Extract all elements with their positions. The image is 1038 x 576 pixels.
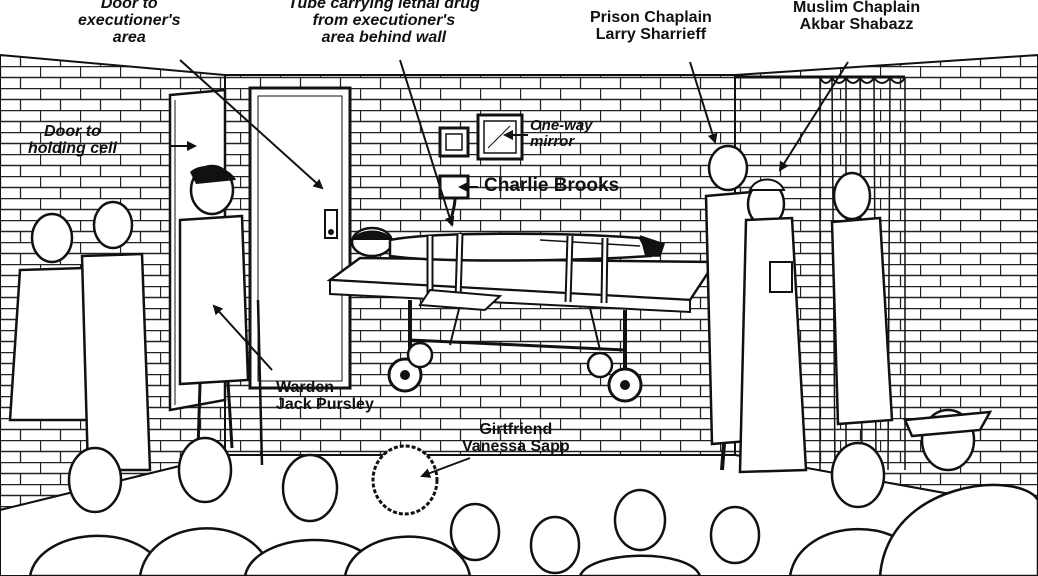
arrow-tube [399, 59, 455, 227]
arrow-muslim-chap [778, 61, 849, 172]
label-line: mirror [530, 132, 575, 150]
executioners-door [248, 86, 352, 390]
label-one-way-mirror: One-way mirror [530, 118, 593, 150]
label-line: holding cell [28, 139, 117, 157]
arrow-warden [212, 304, 273, 371]
label-muslim-chaplain: Muslim Chaplain Akbar Shabazz [793, 0, 920, 34]
audience [28, 408, 1038, 576]
gurney-wheel [406, 341, 434, 369]
label-door-holding-cell: Door to holding cell [28, 123, 117, 158]
arrow-prison-chap [689, 61, 718, 144]
label-line: Larry Sharrieff [595, 25, 707, 43]
wall-panel [438, 126, 470, 158]
label-inmate: Charlie Brooks [484, 176, 619, 196]
label-line: from executioner's [312, 11, 456, 29]
label-line: Door to [100, 0, 158, 12]
standing-guard [830, 171, 894, 426]
label-line: Tube carrying lethal drug [288, 0, 480, 12]
label-line: Vanessa Sapp [462, 437, 570, 455]
standing-witness [80, 200, 152, 472]
label-line: Akbar Shabazz [799, 15, 914, 33]
label-line: Charlie Brooks [484, 175, 620, 196]
label-prison-chaplain: Prison Chaplain Larry Sharrieff [590, 9, 712, 44]
label-warden: Warden Jack Pursley [276, 379, 374, 414]
label-line: Girtfriend [479, 421, 553, 438]
label-line: executioner's [78, 11, 181, 29]
label-line: One-way [530, 117, 593, 134]
label-line: area [112, 28, 146, 46]
gurney-wheel [400, 370, 410, 380]
label-line: Prison Chaplain [590, 9, 712, 26]
gurney-wheel [620, 380, 630, 390]
one-way-mirror [476, 113, 524, 161]
girlfriend-figure [371, 444, 439, 516]
leader-arrows [170, 59, 849, 478]
gurney-wheel [586, 351, 614, 379]
warden-figure [178, 164, 264, 466]
arrow-girlfriend [420, 457, 471, 478]
label-line: Jack Pursley [276, 395, 374, 413]
muslim-chaplain-figure [738, 178, 808, 474]
label-line: area behind wall [321, 28, 447, 46]
label-line: Warden [276, 379, 335, 396]
gurney [326, 256, 718, 403]
arrow-door-exec [179, 59, 324, 190]
label-girlfriend: Girtfriend Vanessa Sapp [462, 421, 570, 456]
inmate-figure [350, 226, 665, 312]
label-line: Muslim Chaplain [793, 0, 921, 16]
label-line: Door to [44, 123, 101, 140]
label-tube: Tube carrying lethal drug from execution… [288, 0, 480, 46]
label-door-executioners-area: Door to executioner's area [78, 0, 181, 46]
